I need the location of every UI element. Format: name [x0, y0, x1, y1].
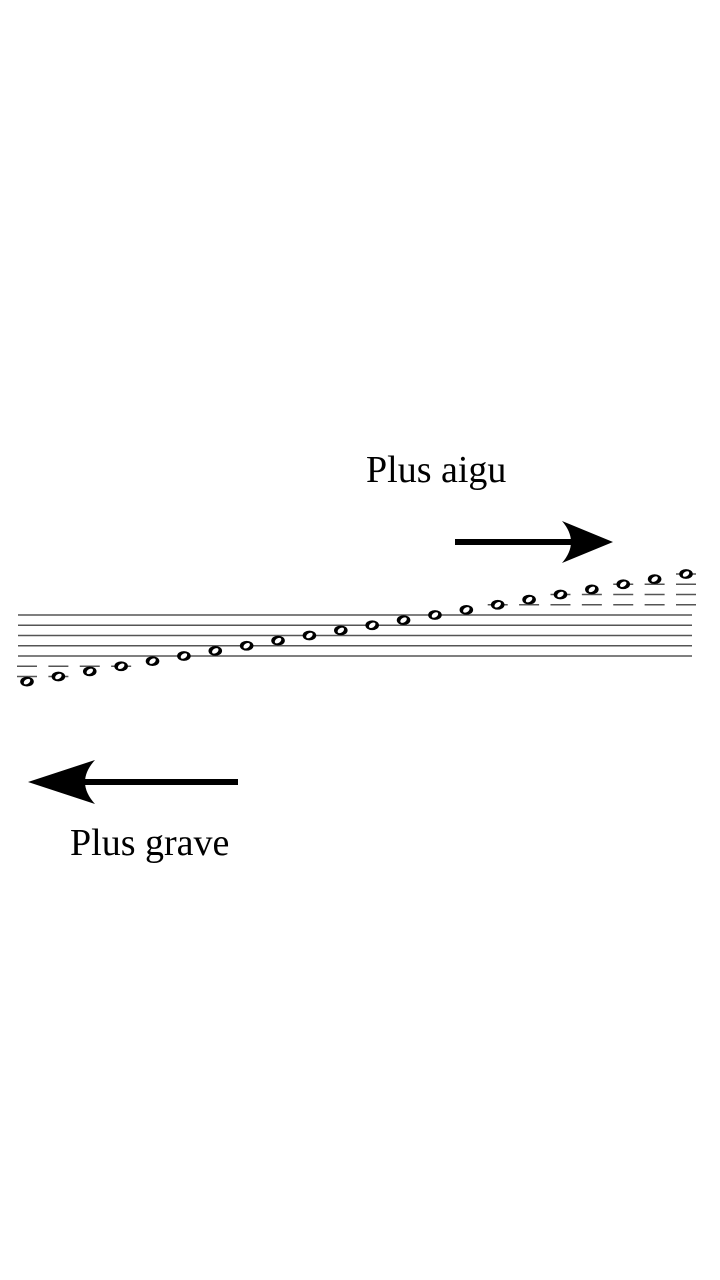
whole-note-icon	[428, 610, 442, 620]
whole-note-icon	[396, 615, 411, 626]
whole-note-icon	[145, 656, 160, 667]
whole-note-icon	[51, 671, 66, 682]
whole-note-icon	[82, 666, 97, 677]
whole-note-icon	[365, 620, 379, 631]
higher-pitch-label: Plus aigu	[366, 449, 507, 491]
arrow-left-icon	[28, 760, 238, 804]
whole-note-icon	[616, 579, 631, 590]
whole-note-icon	[585, 584, 599, 595]
whole-note-icon	[334, 625, 348, 636]
whole-note-icon	[302, 630, 317, 641]
whole-note-icon	[522, 594, 536, 605]
arrow-right-icon	[455, 521, 613, 563]
whole-note-icon	[647, 574, 662, 585]
whole-note-icon	[490, 599, 505, 610]
whole-note-icon	[679, 569, 693, 579]
whole-note-icon	[553, 589, 568, 600]
whole-note-icon	[177, 651, 191, 661]
whole-note-icon	[459, 604, 474, 615]
whole-note-icon	[20, 676, 34, 687]
notes	[20, 569, 693, 687]
whole-note-icon	[239, 640, 254, 651]
whole-note-icon	[208, 645, 223, 656]
whole-note-icon	[114, 661, 128, 672]
lower-pitch-label: Plus grave	[70, 822, 230, 864]
staff-lines	[18, 614, 692, 657]
whole-note-icon	[271, 635, 285, 646]
